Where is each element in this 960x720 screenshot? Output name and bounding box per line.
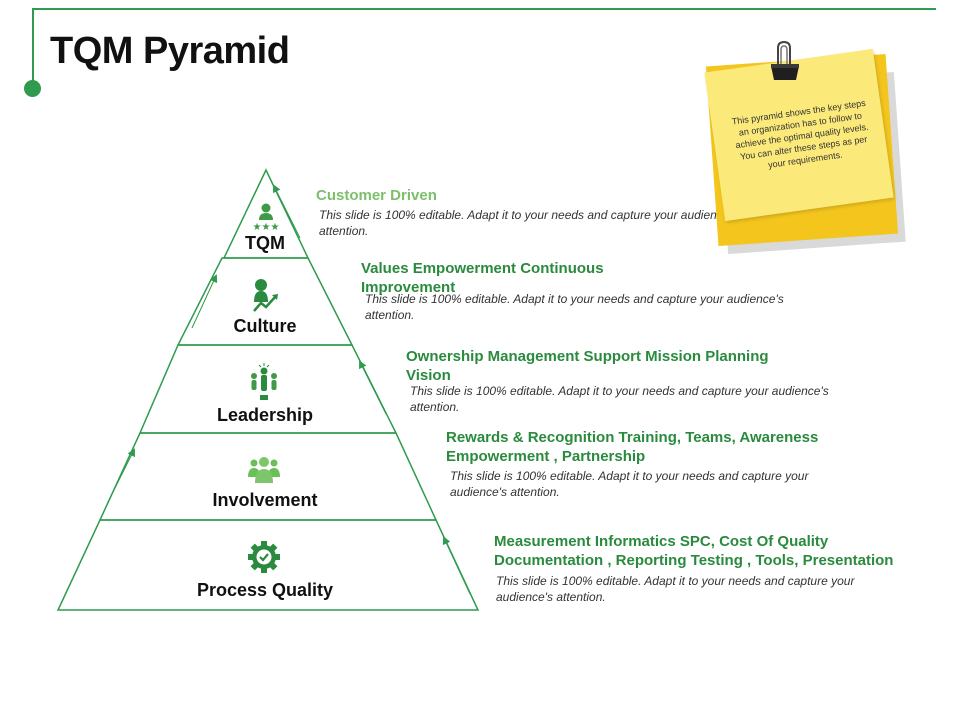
block-description: This slide is 100% editable. Adapt it to… xyxy=(410,384,829,414)
growth-person-icon xyxy=(253,279,278,312)
sticky-note: This pyramid shows the key steps an orga… xyxy=(700,38,920,258)
frame-dot xyxy=(24,80,41,97)
tier-shape-5 xyxy=(56,519,480,611)
block-heading: Rewards & Recognition Training, Teams, A… xyxy=(446,429,819,465)
block-description: This slide is 100% editable. Adapt it to… xyxy=(365,292,784,322)
frame-top-line xyxy=(32,8,936,10)
arrow-2 xyxy=(191,274,218,329)
text-block-measurement: Measurement Informatics SPC, Cost Of Qua… xyxy=(494,532,934,605)
leader-group-icon xyxy=(251,363,277,400)
block-heading: Ownership Management Support Mission Pla… xyxy=(406,348,769,384)
team-icon xyxy=(248,457,280,483)
tier-label-tqm: TQM xyxy=(245,233,285,253)
frame-left-line xyxy=(32,8,34,88)
text-block-values: Values Empowerment Continuous Improvemen… xyxy=(361,259,831,323)
block-heading: Customer Driven xyxy=(316,187,437,204)
block-heading: Values Empowerment Continuous Improvemen… xyxy=(361,260,604,296)
arrow-3 xyxy=(359,360,387,415)
tier-label-process-quality: Process Quality xyxy=(196,580,334,600)
text-block-rewards: Rewards & Recognition Training, Teams, A… xyxy=(446,428,856,500)
slide-title: TQM Pyramid xyxy=(50,30,290,72)
svg-text:★★★: ★★★ xyxy=(253,222,280,232)
block-heading: Measurement Informatics SPC, Cost Of Qua… xyxy=(494,533,894,569)
tier-label-culture: Culture xyxy=(233,316,297,336)
block-description: This slide is 100% editable. Adapt it to… xyxy=(319,208,738,238)
arrow-5 xyxy=(442,536,471,595)
arrow-4 xyxy=(107,448,135,503)
tier-label-involvement: Involvement xyxy=(212,490,318,510)
text-block-ownership: Ownership Management Support Mission Pla… xyxy=(406,347,876,415)
binder-clip-icon xyxy=(771,40,799,80)
block-description: This slide is 100% editable. Adapt it to… xyxy=(450,469,809,499)
arrow-1 xyxy=(273,184,301,239)
block-description: This slide is 100% editable. Adapt it to… xyxy=(496,574,855,604)
text-block-customer-driven: Customer Driven This slide is 100% edita… xyxy=(316,186,756,239)
tier-label-leadership: Leadership xyxy=(216,405,314,425)
award-person-icon: ★★★ xyxy=(253,203,280,232)
gear-check-icon xyxy=(248,541,280,573)
